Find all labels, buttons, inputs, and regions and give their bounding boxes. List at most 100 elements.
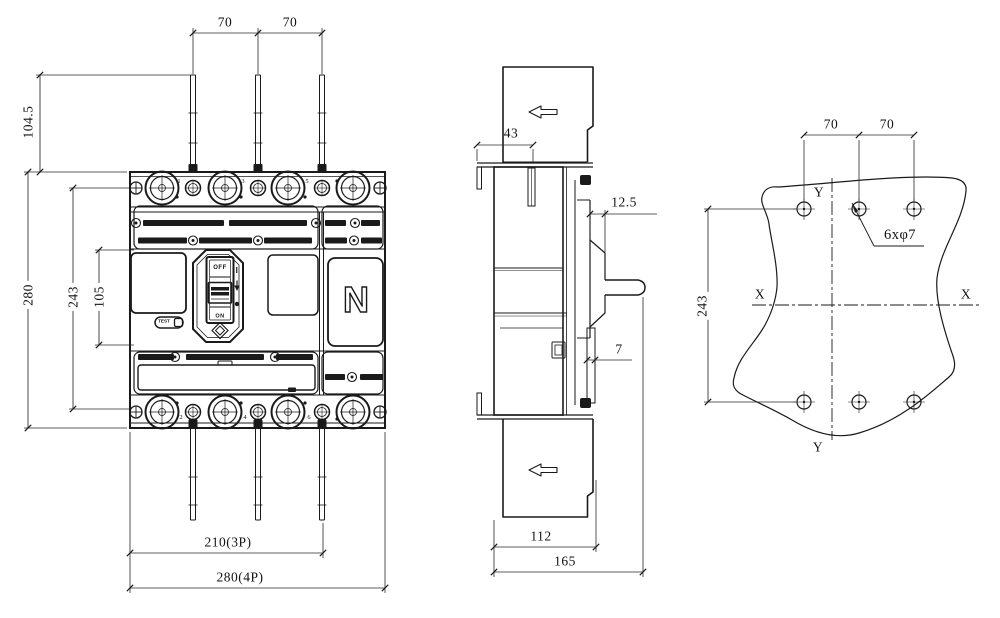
off-dot-icon bbox=[234, 301, 240, 307]
arc-vent-cover bbox=[133, 351, 319, 395]
dimension-tick bbox=[910, 131, 918, 139]
dim-label-terminal-extension: 104.5 bbox=[20, 105, 36, 139]
busbar-clamp bbox=[188, 419, 198, 429]
vent-screw bbox=[256, 239, 260, 242]
busbar-clamp bbox=[317, 419, 327, 429]
handle-bezel bbox=[589, 239, 606, 280]
vent-bar bbox=[361, 220, 380, 226]
mounting-foot bbox=[476, 392, 482, 416]
vent-bar bbox=[325, 237, 347, 244]
axis-label-y-bottom: Y bbox=[812, 439, 824, 455]
vent-screw bbox=[350, 375, 354, 379]
vent-screw bbox=[173, 355, 177, 359]
terminal-lug bbox=[207, 394, 243, 430]
latch-clip bbox=[580, 175, 591, 185]
dimension-tick bbox=[318, 29, 326, 37]
dimension-tick bbox=[591, 356, 599, 364]
dimension-tick bbox=[189, 29, 197, 37]
vent-bar bbox=[199, 237, 252, 244]
dim-label-hole-spec: 6xφ7 bbox=[883, 226, 917, 243]
latch-clip bbox=[580, 398, 591, 408]
wire-direction-arrow bbox=[528, 463, 558, 477]
dimension-tick bbox=[639, 568, 647, 576]
terminal-lug bbox=[335, 394, 371, 430]
dim-label-overall-height: 280 bbox=[20, 281, 35, 309]
vent-bar bbox=[276, 354, 313, 360]
dimension-tick bbox=[586, 210, 594, 218]
dim-label-pole-pitch-left: 70 bbox=[217, 14, 233, 30]
mounting-hole bbox=[857, 207, 861, 211]
vent-screw bbox=[134, 221, 138, 225]
dim-label-vertical-pitch: 243 bbox=[694, 292, 709, 320]
vent-bar bbox=[325, 374, 345, 380]
switch-handle-grip bbox=[211, 292, 229, 296]
side-latch bbox=[551, 341, 566, 359]
pole-number: 6 bbox=[307, 413, 311, 421]
mounting-hole bbox=[912, 400, 916, 404]
linework bbox=[221, 408, 229, 416]
switch-off-label: OFF bbox=[213, 265, 227, 271]
vent-screw bbox=[310, 217, 322, 229]
dimension-tick bbox=[95, 341, 103, 349]
reference-dot bbox=[239, 401, 243, 405]
dimension-tick bbox=[254, 29, 262, 37]
axis-label-x-left: X bbox=[754, 286, 766, 302]
terminal-lug bbox=[144, 170, 180, 206]
mounting-hole bbox=[802, 207, 806, 211]
dimension-tick bbox=[36, 71, 44, 79]
linework bbox=[284, 184, 292, 192]
hole-spec-leader-arrow bbox=[852, 203, 859, 213]
vent-screw bbox=[269, 351, 281, 363]
linework bbox=[158, 184, 166, 192]
dimension-tick bbox=[36, 168, 44, 176]
dim-label-handle-protrusion: 12.5 bbox=[611, 194, 637, 210]
axis-label-x-right: X bbox=[960, 286, 972, 302]
vent-screw bbox=[169, 351, 181, 363]
dimension-tick bbox=[800, 131, 808, 139]
busbar-clamp bbox=[317, 164, 327, 173]
dim-label-width-3p: 210(3P) bbox=[204, 534, 252, 550]
dim-label-rail-rib: 7 bbox=[615, 341, 623, 357]
dim-label-mounting-pitch: 243 bbox=[65, 283, 80, 311]
vent-screw bbox=[130, 217, 142, 229]
dim-label-overall-depth: 165 bbox=[554, 553, 576, 569]
side-view-linework bbox=[476, 66, 646, 518]
dimension-tick bbox=[126, 549, 134, 557]
brand-diamond-icon bbox=[211, 321, 229, 340]
neutral-pole-cover bbox=[327, 257, 384, 347]
switch-on-label: ON bbox=[215, 313, 225, 320]
dimension-tick bbox=[95, 246, 103, 254]
dim-label-width-4p: 280(4P) bbox=[216, 569, 264, 585]
dimension-tick bbox=[319, 549, 327, 557]
reference-dot bbox=[175, 401, 179, 405]
vent-screw bbox=[187, 235, 199, 246]
arc-vent-cover bbox=[321, 351, 384, 395]
pole-number: 4 bbox=[243, 413, 247, 421]
terminal-lug bbox=[207, 170, 243, 206]
dimension-tick bbox=[126, 584, 134, 592]
front-view-linework bbox=[129, 74, 387, 521]
vent-bar bbox=[186, 354, 264, 360]
pole-number: 5 bbox=[305, 177, 309, 185]
test-button-key bbox=[173, 317, 184, 328]
switch-escutcheon-inner bbox=[196, 254, 240, 338]
mounting-hole bbox=[912, 207, 916, 211]
dimension-tick bbox=[24, 424, 32, 432]
vent-bar bbox=[229, 220, 307, 226]
mounting-pattern-linework bbox=[732, 176, 980, 440]
dim-label-pole-pitch-right: 70 bbox=[282, 14, 298, 30]
vent-bar bbox=[264, 237, 312, 244]
dimension-tick bbox=[69, 184, 77, 192]
dimension-tick bbox=[69, 405, 77, 413]
reference-dot bbox=[335, 417, 339, 421]
linework bbox=[284, 408, 292, 416]
terminal-lug bbox=[270, 394, 306, 430]
dimension-lines bbox=[24, 28, 918, 593]
terminal-lug bbox=[270, 170, 306, 206]
bottom-terminal-extension bbox=[502, 419, 594, 518]
switch-escutcheon bbox=[192, 249, 244, 343]
reference-dot bbox=[303, 195, 307, 199]
terminal-lug bbox=[335, 170, 371, 206]
mounting-hole bbox=[857, 400, 861, 404]
